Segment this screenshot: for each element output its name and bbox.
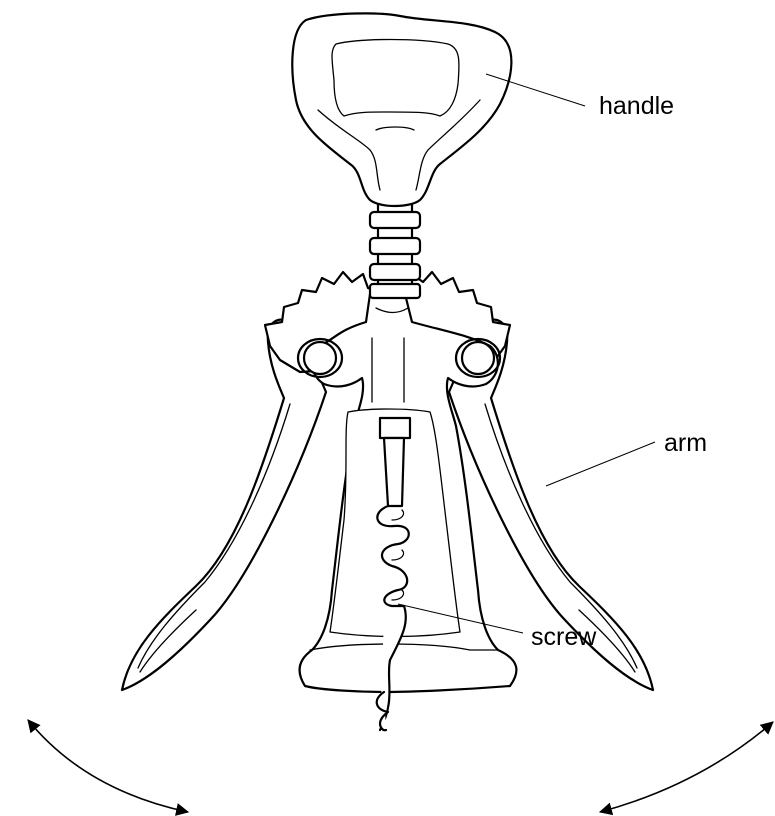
left-motion-arrow	[28, 720, 188, 812]
handle	[292, 13, 511, 206]
arm-label: arm	[664, 429, 707, 457]
left-arm	[122, 320, 326, 690]
arm-leader	[546, 442, 655, 486]
corkscrew-frame	[298, 294, 516, 692]
stem-rings	[370, 198, 420, 298]
handle-label: handle	[599, 92, 674, 120]
right-motion-arrow	[600, 722, 773, 812]
screw-label: screw	[531, 623, 597, 651]
